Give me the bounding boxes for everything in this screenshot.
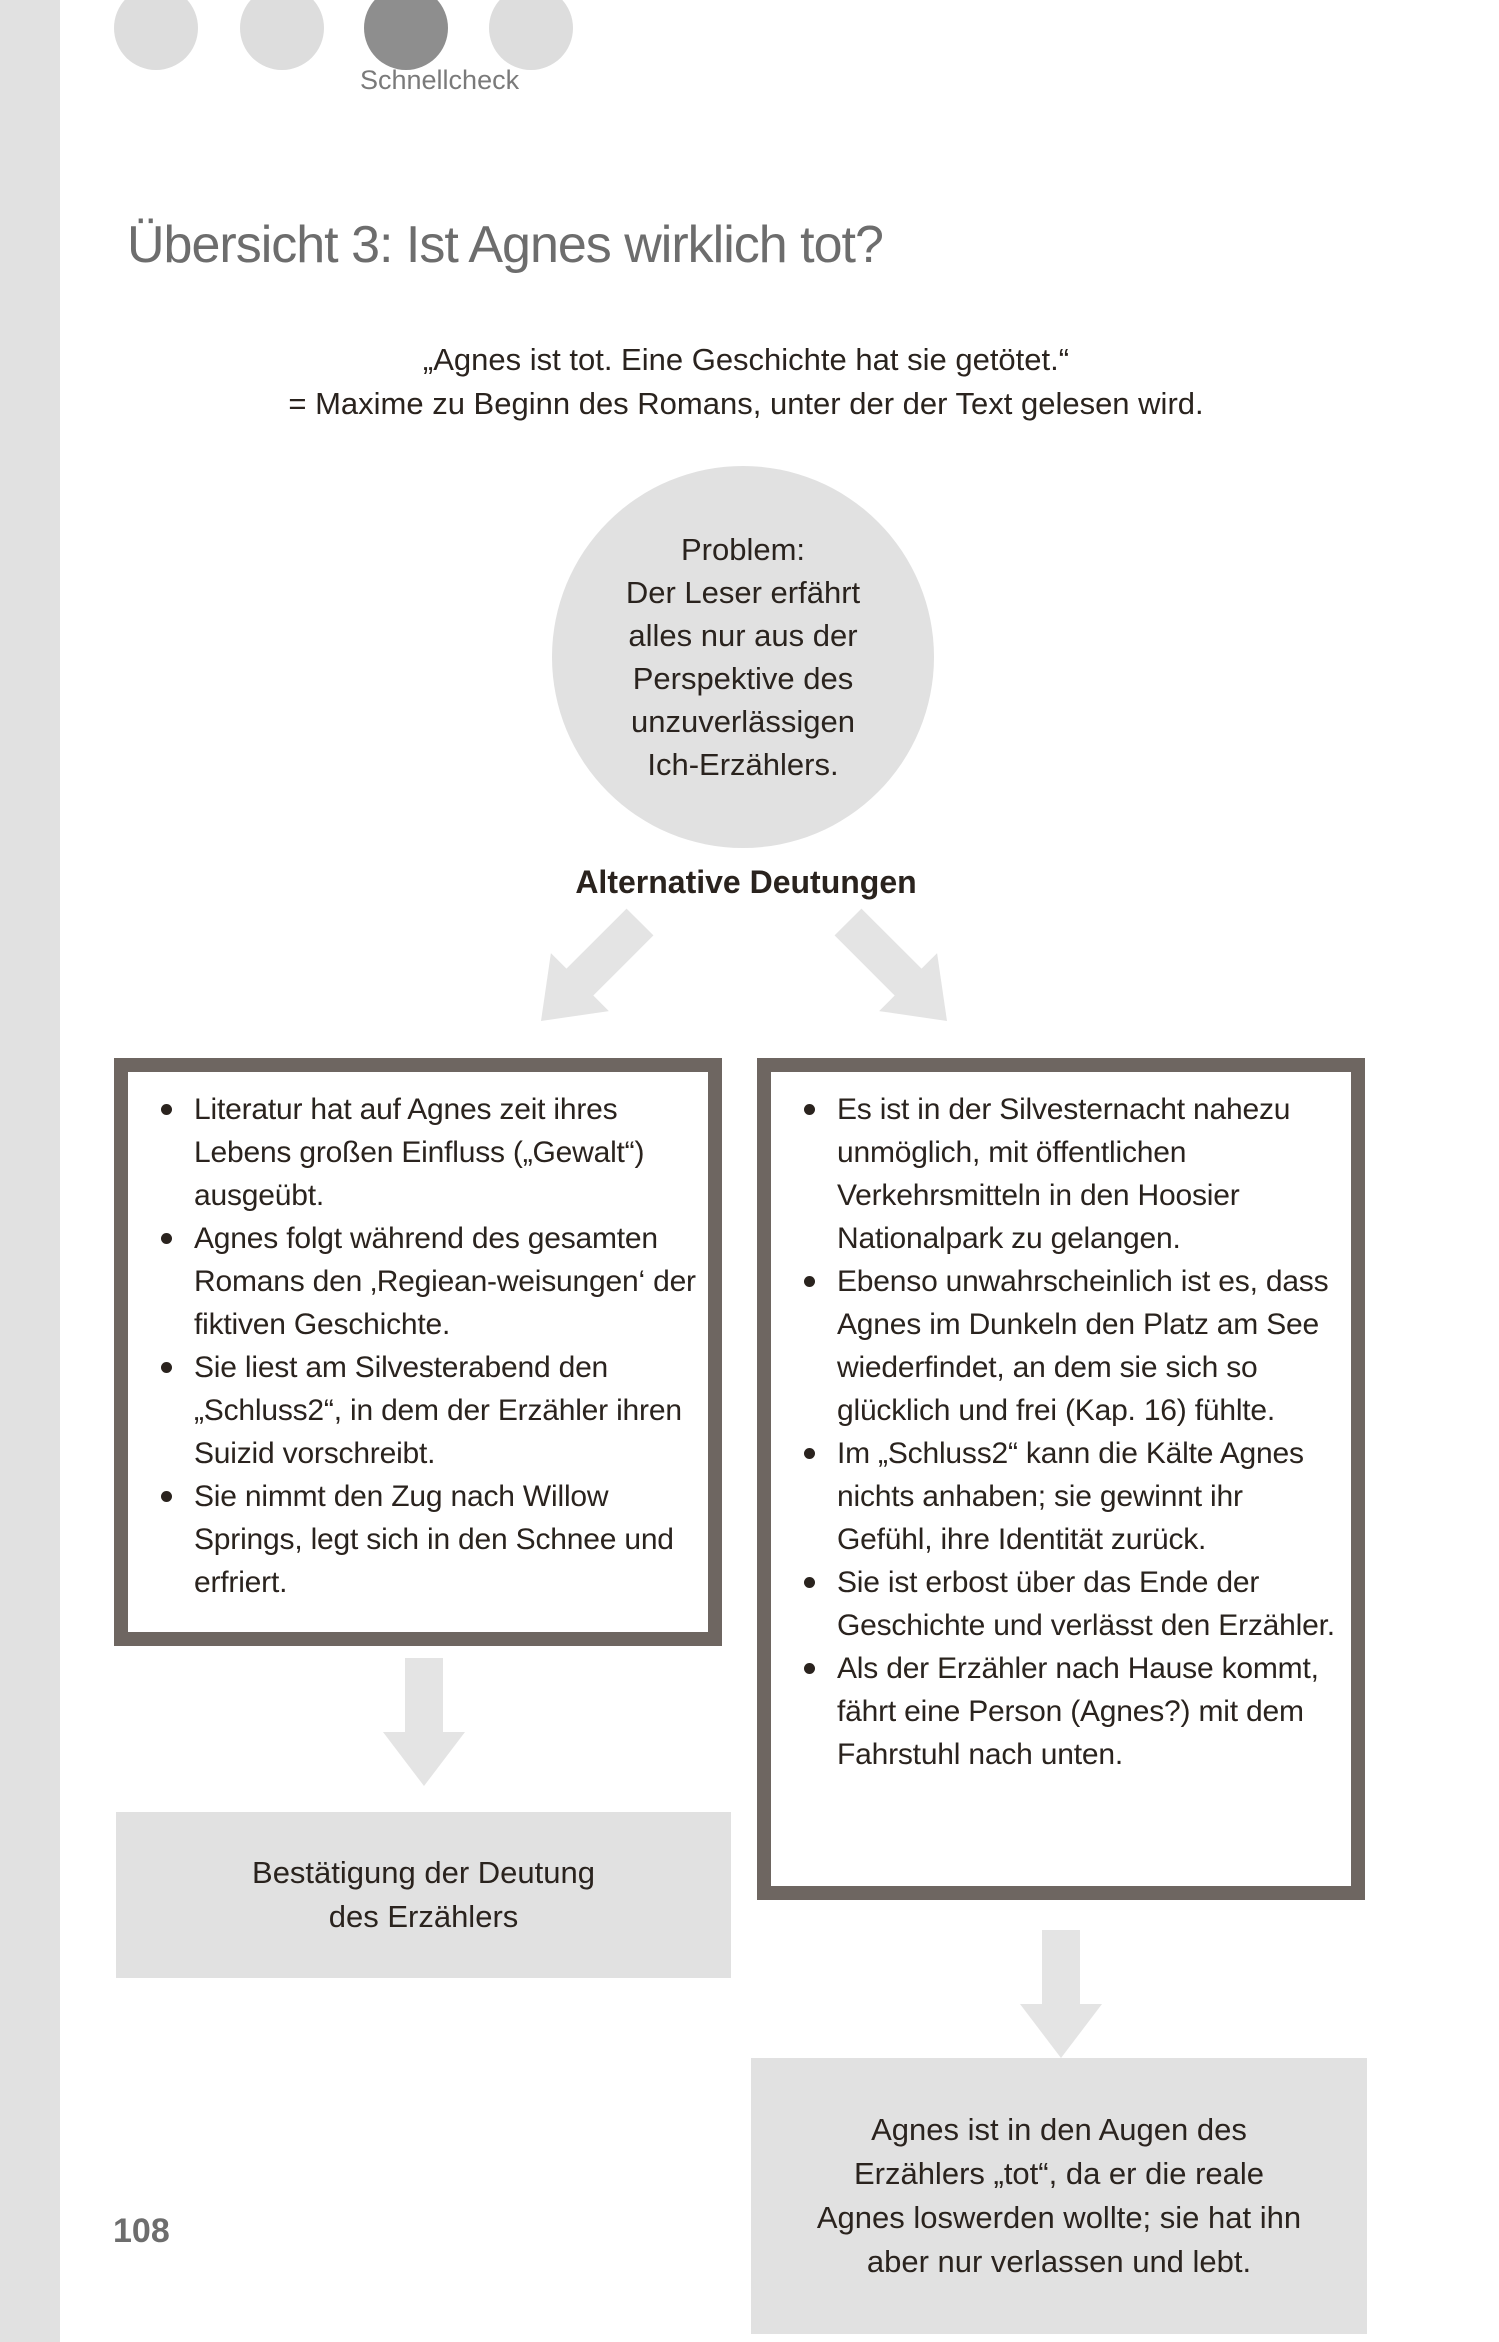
bullet-item: Sie ist erbost über das Ende der Geschic… [793, 1561, 1341, 1647]
bullet-item: Ebenso unwahrscheinlich ist es, dass Agn… [793, 1260, 1341, 1432]
bullet-item: Literatur hat auf Agnes zeit ihres Leben… [150, 1088, 698, 1217]
right-interpretation-box: Es ist in der Silvesternacht nahezu unmö… [757, 1058, 1365, 1900]
arrow-down-right-icon [834, 908, 947, 1021]
progress-dot [240, 0, 324, 70]
section-label: Schnellcheck [360, 65, 520, 95]
arrow-down-left-icon [541, 908, 654, 1021]
left-bullet-list: Literatur hat auf Agnes zeit ihres Leben… [128, 1072, 708, 1604]
confirmation-box: Bestätigung der Deutung des Erzählers [116, 1812, 731, 1978]
bullet-item: Als der Erzähler nach Hause kommt, fährt… [793, 1647, 1341, 1776]
problem-circle-text: Problem: Der Leser erfährt alles nur aus… [626, 528, 860, 786]
conclusion-line: Agnes ist in den Augen des [871, 2112, 1247, 2147]
bullet-item: Es ist in der Silvesternacht nahezu unmö… [793, 1088, 1341, 1260]
page-number: 108 [113, 2212, 170, 2250]
left-interpretation-box: Literatur hat auf Agnes zeit ihres Leben… [114, 1058, 722, 1646]
bullet-item: Sie nimmt den Zug nach Willow Springs, l… [150, 1475, 698, 1604]
problem-line: Perspektive des [632, 661, 854, 696]
bullet-item: Im „Schluss2“ kann die Kälte Agnes nicht… [793, 1432, 1341, 1561]
conclusion-line: Erzählers „tot“, da er die reale [853, 2156, 1265, 2191]
left-margin-bar [0, 0, 60, 2342]
progress-dot-active [364, 0, 448, 70]
progress-dot [489, 0, 573, 70]
page-title: Übersicht 3: Ist Agnes wirklich tot? [127, 216, 884, 274]
bullet-item: Sie liest am Silvesterabend den „Schluss… [150, 1346, 698, 1475]
confirmation-line: des Erzählers [328, 1899, 519, 1934]
maxime-text: „Agnes ist tot. Eine Geschichte hat sie … [0, 338, 1492, 426]
arrow-down-icon [1020, 1930, 1102, 2058]
confirmation-line: Bestätigung der Deutung [252, 1855, 595, 1890]
conclusion-box: Agnes ist in den Augen des Erzählers „to… [751, 2058, 1367, 2334]
problem-circle: Problem: Der Leser erfährt alles nur aus… [552, 466, 934, 848]
conclusion-line: aber nur verlassen und lebt. [866, 2244, 1252, 2279]
problem-line: Ich-Erzählers. [647, 747, 839, 782]
problem-line: Problem: [680, 532, 806, 567]
problem-line: alles nur aus der [628, 618, 858, 653]
arrow-down-icon [383, 1658, 465, 1786]
bullet-item: Agnes folgt während des gesamten Romans … [150, 1217, 698, 1346]
maxime-caption: = Maxime zu Beginn des Romans, unter der… [288, 386, 1204, 421]
problem-line: Der Leser erfährt [625, 575, 861, 610]
maxime-quote: „Agnes ist tot. Eine Geschichte hat sie … [422, 342, 1070, 377]
right-bullet-list: Es ist in der Silvesternacht nahezu unmö… [771, 1072, 1351, 1776]
problem-line: unzuverlässigen [630, 704, 855, 739]
alternative-deutungen-heading: Alternative Deutungen [575, 864, 917, 900]
progress-dot [114, 0, 198, 70]
conclusion-line: Agnes loswerden wollte; sie hat ihn [816, 2200, 1302, 2235]
